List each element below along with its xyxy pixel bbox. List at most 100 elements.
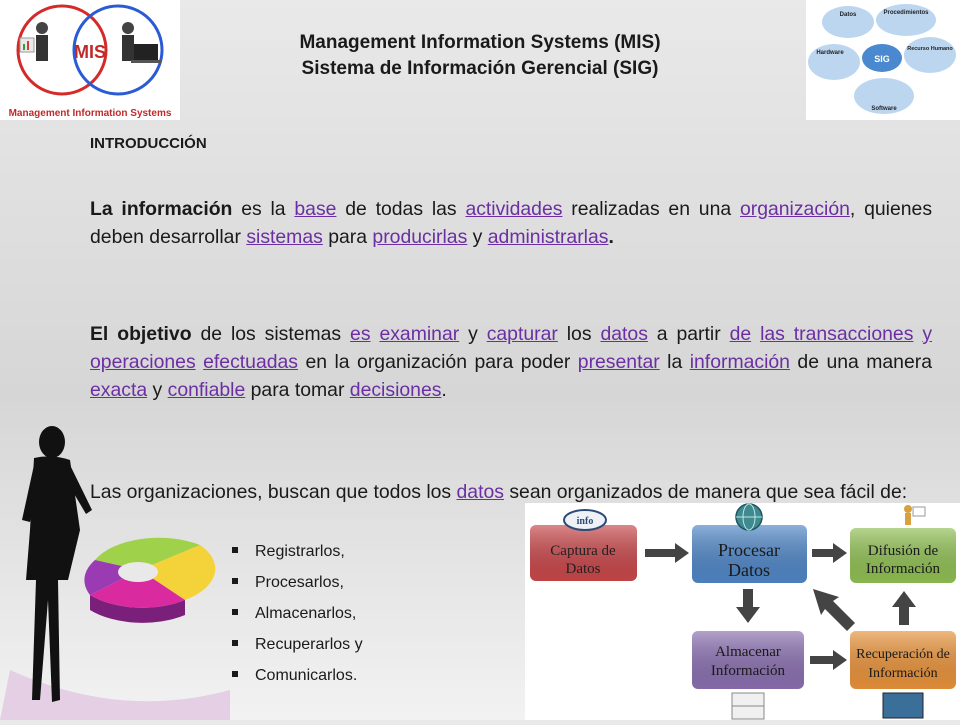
svg-text:Información: Información — [711, 663, 786, 679]
link-base[interactable]: base — [294, 198, 337, 220]
sig-diagram-logo: SIG Datos Procedimientos Recurso Humano … — [806, 0, 960, 120]
bullet-list: Registrarlos, Procesarlos, Almacenarlos,… — [232, 538, 363, 693]
link-datos[interactable]: datos — [600, 323, 648, 345]
arrow-down-icon — [736, 589, 760, 623]
mis-logo: MIS Management Information Systems — [0, 0, 180, 120]
link-sistemas[interactable]: sistemas — [246, 226, 323, 248]
bold-lead: La información — [90, 198, 233, 220]
link-presentar[interactable]: presentar — [577, 351, 660, 373]
list-item: Procesarlos, — [232, 569, 363, 600]
arrow-right-icon — [645, 543, 689, 563]
text: para — [322, 226, 373, 248]
link-administrarlas[interactable]: administrarlas — [487, 226, 609, 248]
woman-figure-icon — [22, 426, 92, 702]
svg-text:Procedimientos: Procedimientos — [883, 10, 929, 16]
svg-text:Datos: Datos — [728, 560, 770, 580]
link-capturar[interactable]: capturar — [486, 323, 558, 345]
list-item-label: Almacenarlos, — [255, 605, 357, 622]
svg-text:Recuperación de: Recuperación de — [856, 647, 950, 662]
link-efectuadas[interactable]: efectuadas — [203, 351, 298, 373]
link-es[interactable]: es — [350, 323, 371, 345]
link-las-transacciones[interactable]: las transacciones — [760, 323, 914, 345]
paragraph-organizaciones: Las organizaciones, buscan que todos los… — [90, 478, 932, 506]
link-confiable[interactable]: confiable — [167, 379, 246, 401]
link-exacta[interactable]: exacta — [90, 379, 148, 401]
page-title: Management Information Systems (MIS) Sis… — [220, 30, 740, 82]
text: realizadas en una — [562, 198, 740, 220]
arrow-right-icon — [810, 650, 847, 670]
paragraph-objetivo: El objetivo de los sistemas es examinar … — [90, 320, 932, 404]
link-informacion[interactable]: información — [689, 351, 790, 373]
text: , quienes deben desarrollar — [90, 198, 933, 248]
link-operaciones[interactable]: operaciones — [90, 351, 196, 373]
globe-icon — [735, 503, 763, 531]
list-item: Almacenarlos, — [232, 600, 363, 631]
list-item-label: Procesarlos, — [255, 574, 344, 591]
bullet-square-icon — [232, 577, 238, 584]
text: sean organizados de manera que sea fácil… — [503, 481, 908, 503]
bullet-square-icon — [232, 546, 238, 553]
flow-arrows — [645, 543, 916, 670]
text: . — [441, 379, 447, 401]
svg-text:info: info — [577, 516, 594, 527]
svg-text:MIS: MIS — [74, 42, 106, 62]
text: de todas las — [336, 198, 466, 220]
svg-text:Información: Información — [868, 666, 937, 681]
link-organizacion[interactable]: organización — [739, 198, 850, 220]
svg-text:Recurso Humano: Recurso Humano — [907, 46, 953, 52]
svg-text:Información: Información — [866, 561, 941, 577]
box-procesar-datos: Procesar Datos — [692, 525, 807, 583]
text — [751, 323, 760, 345]
svg-text:Difusión de: Difusión de — [868, 543, 939, 559]
list-item-label: Comunicarlos. — [255, 667, 358, 684]
svg-text:Software: Software — [871, 106, 897, 112]
link-de[interactable]: de — [729, 323, 752, 345]
box-recuperacion-informacion: Recuperación de Información — [850, 631, 956, 689]
list-item: Registrarlos, — [232, 538, 363, 569]
arrow-up-icon — [892, 591, 916, 625]
list-item-label: Recuperarlos y — [255, 636, 363, 653]
svg-text:SIG: SIG — [874, 54, 890, 64]
list-item: Recuperarlos y — [232, 631, 363, 662]
text: a partir — [647, 323, 730, 345]
link-y[interactable]: y — [922, 323, 933, 345]
svg-text:Procesar: Procesar — [718, 540, 780, 560]
title-line-en: Management Information Systems (MIS) — [299, 32, 661, 53]
bullet-square-icon — [232, 670, 238, 677]
svg-text:Datos: Datos — [840, 12, 857, 18]
paragraph-informacion: La información es la base de todas las a… — [90, 195, 932, 251]
file-cabinet-icon — [731, 692, 765, 720]
text: y — [147, 379, 168, 401]
box-difusion-informacion: Difusión de Información — [850, 528, 956, 583]
box-captura-datos: Captura de Datos — [530, 525, 637, 581]
text: y — [467, 226, 488, 248]
text: y — [459, 323, 487, 345]
text: de los sistemas — [191, 323, 351, 345]
link-actividades[interactable]: actividades — [465, 198, 563, 220]
link-examinar[interactable]: examinar — [379, 323, 460, 345]
svg-text:Datos: Datos — [566, 561, 601, 577]
svg-text:Management Information Systems: Management Information Systems — [9, 108, 172, 119]
section-heading: INTRODUCCIÓN — [90, 135, 207, 152]
bullet-square-icon — [232, 608, 238, 615]
link-datos-org[interactable]: datos — [456, 481, 504, 503]
text: en la organización para poder — [298, 351, 578, 373]
text: . — [608, 226, 614, 248]
arrow-diagonal-icon — [813, 589, 855, 631]
presenter-figure-icon — [904, 505, 926, 525]
text: los — [557, 323, 601, 345]
decorative-swoosh — [0, 670, 230, 720]
text — [913, 323, 922, 345]
text — [196, 351, 203, 373]
list-item: Comunicarlos. — [232, 662, 363, 693]
bullet-square-icon — [232, 639, 238, 646]
link-producirlas[interactable]: producirlas — [372, 226, 468, 248]
text: de una manera — [789, 351, 932, 373]
link-decisiones[interactable]: decisiones — [349, 379, 442, 401]
bold-lead: El objetivo — [90, 323, 192, 345]
information-flow-diagram: Captura de Datos info Procesar Datos Dif… — [525, 503, 960, 720]
laptop-user-icon — [122, 22, 161, 63]
info-badge-icon: info — [563, 509, 607, 531]
presenter-figure-icon — [19, 22, 48, 61]
svg-text:Captura de: Captura de — [550, 543, 616, 559]
